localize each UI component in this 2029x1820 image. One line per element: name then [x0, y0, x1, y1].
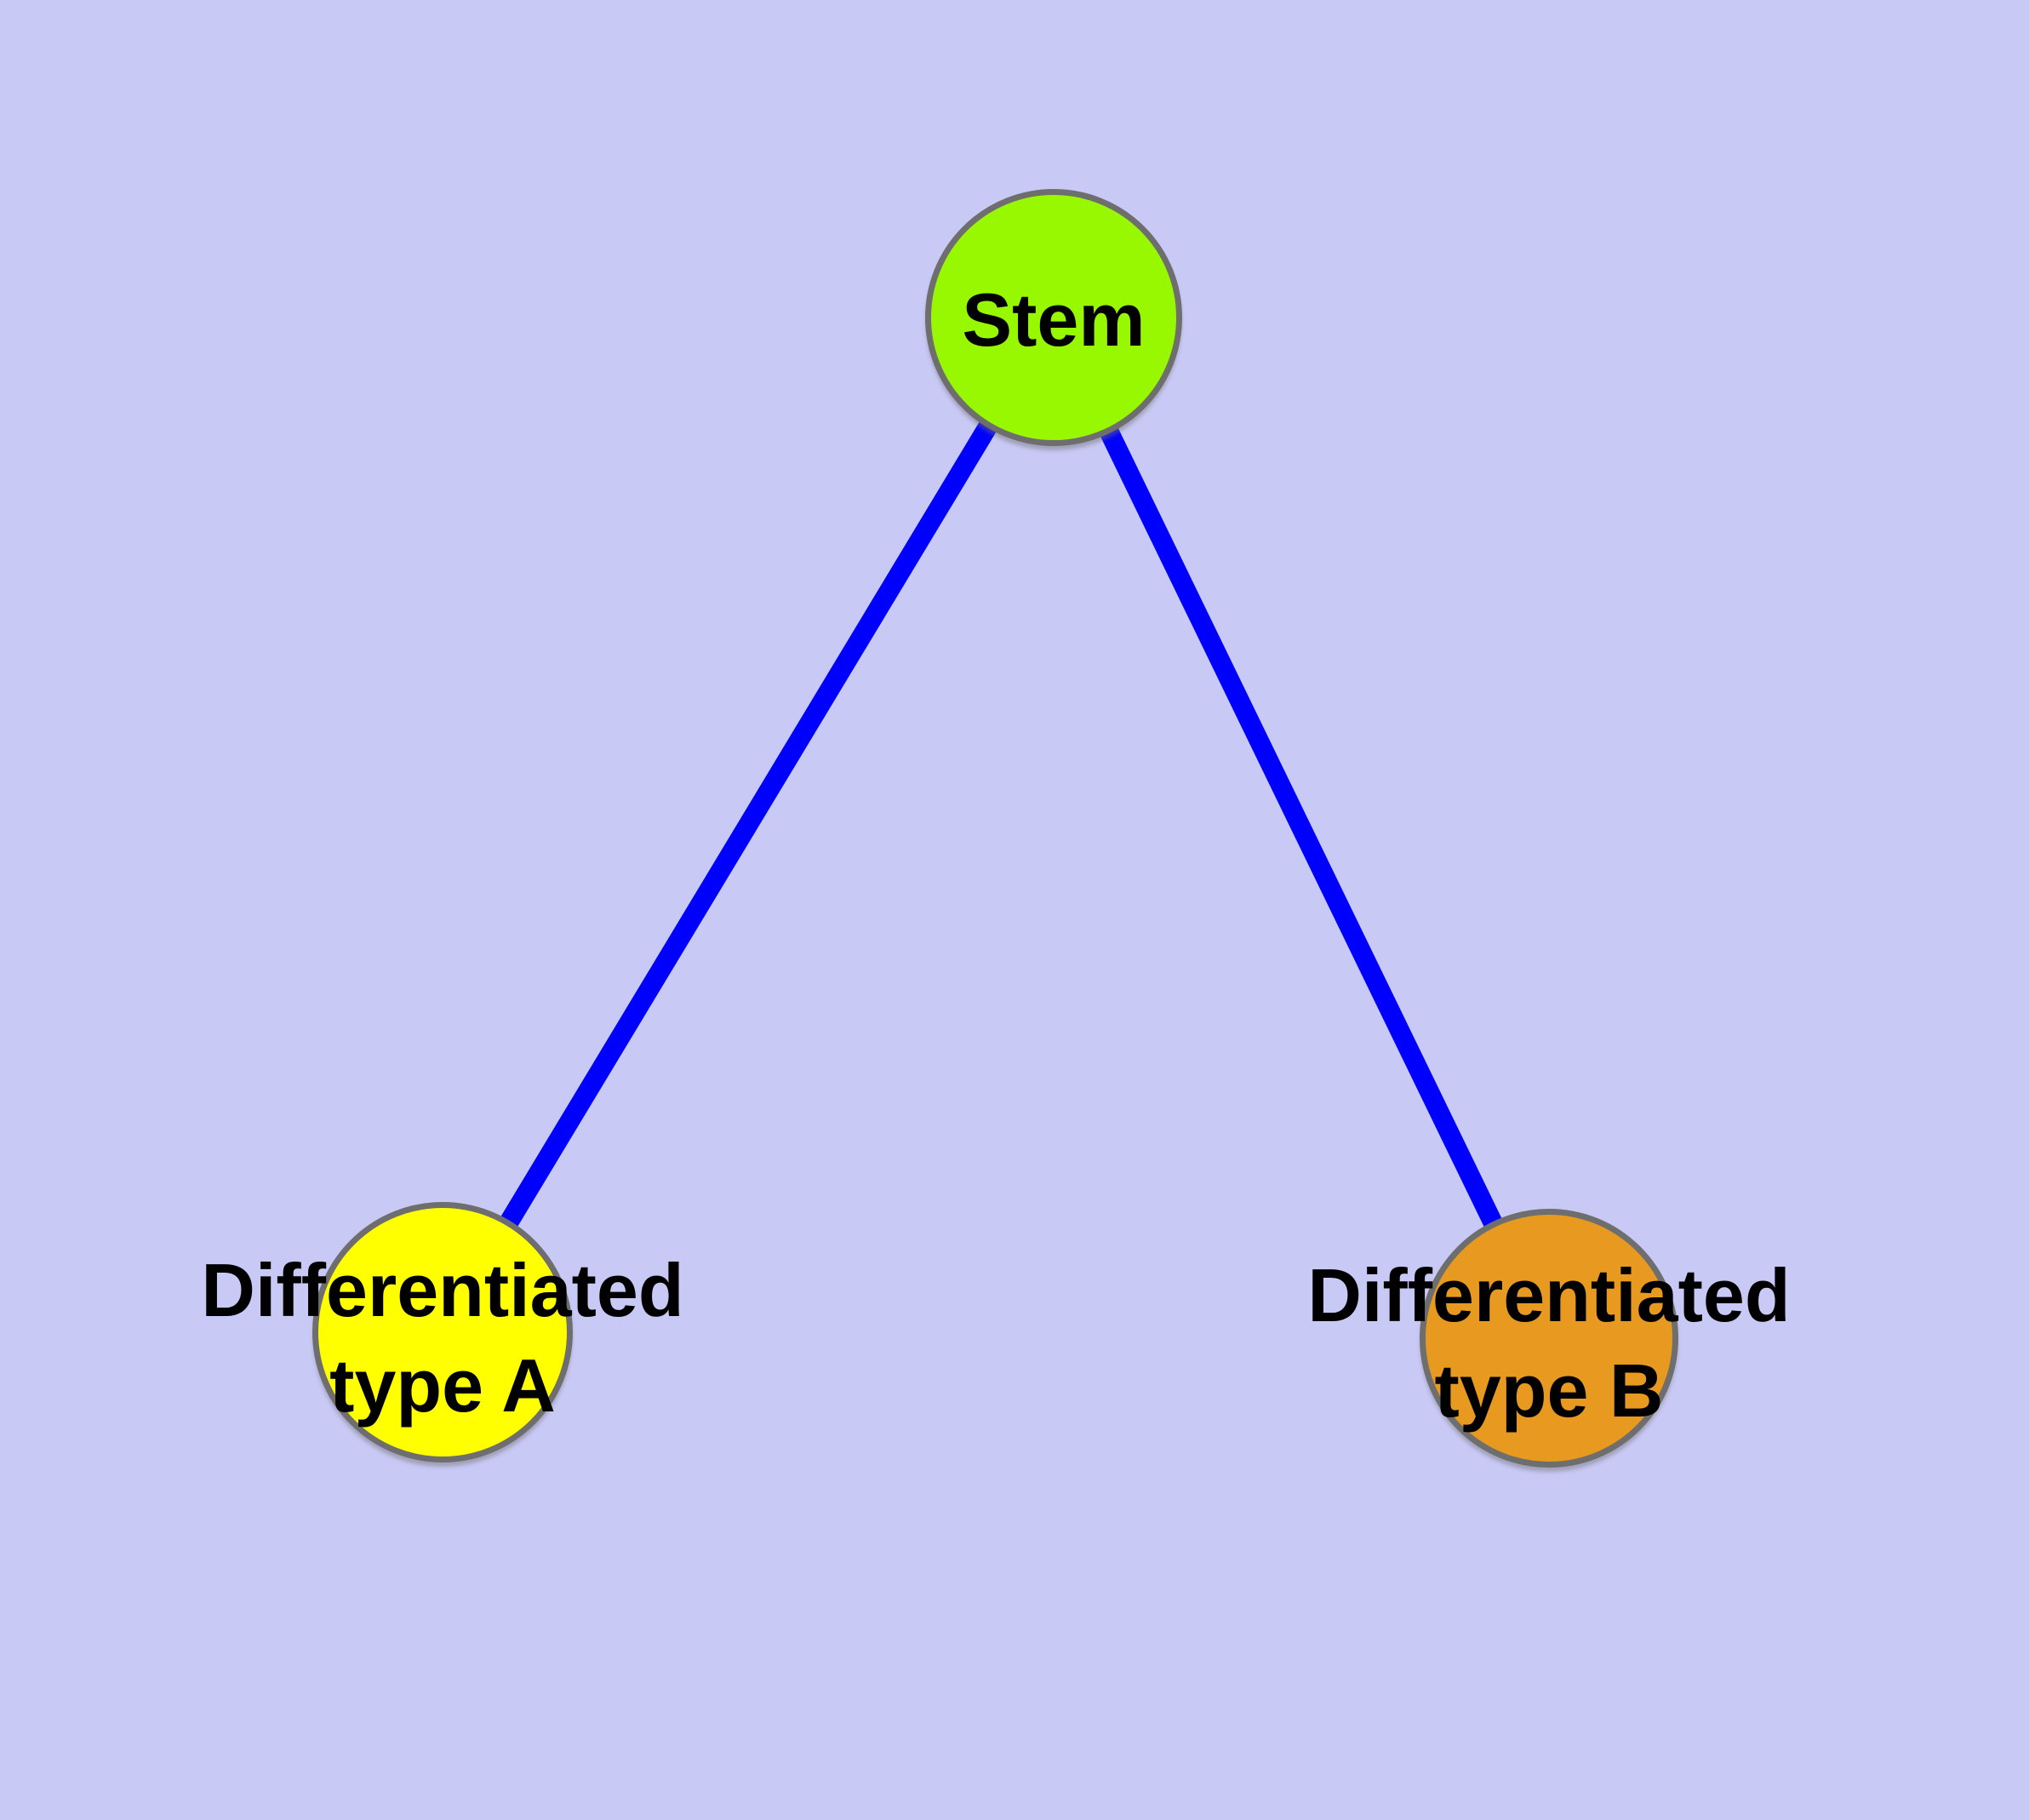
node-stem-circle	[925, 189, 1182, 446]
node-stem-label-line-1: Stem	[962, 278, 1146, 362]
edge-stem-to-type-b	[1044, 312, 1558, 1343]
node-differentiated-type-a-circle	[312, 1202, 573, 1462]
node-differentiated-type-b-label: Differentiated type B	[1307, 1248, 1790, 1439]
node-differentiated-type-a-label-line-1: Differentiated	[201, 1248, 684, 1332]
node-differentiated-type-b-circle	[1420, 1209, 1678, 1468]
node-differentiated-type-a-label: Differentiated type A	[201, 1243, 683, 1434]
node-stem-label: Stem	[962, 272, 1145, 368]
node-differentiated-type-a-label-line-2: type A	[329, 1343, 556, 1428]
edge-stem-to-type-a	[434, 312, 1062, 1337]
node-differentiated-type-b-label-line-1: Differentiated	[1307, 1253, 1791, 1337]
node-differentiated-type-b-label-line-2: type B	[1434, 1348, 1664, 1433]
